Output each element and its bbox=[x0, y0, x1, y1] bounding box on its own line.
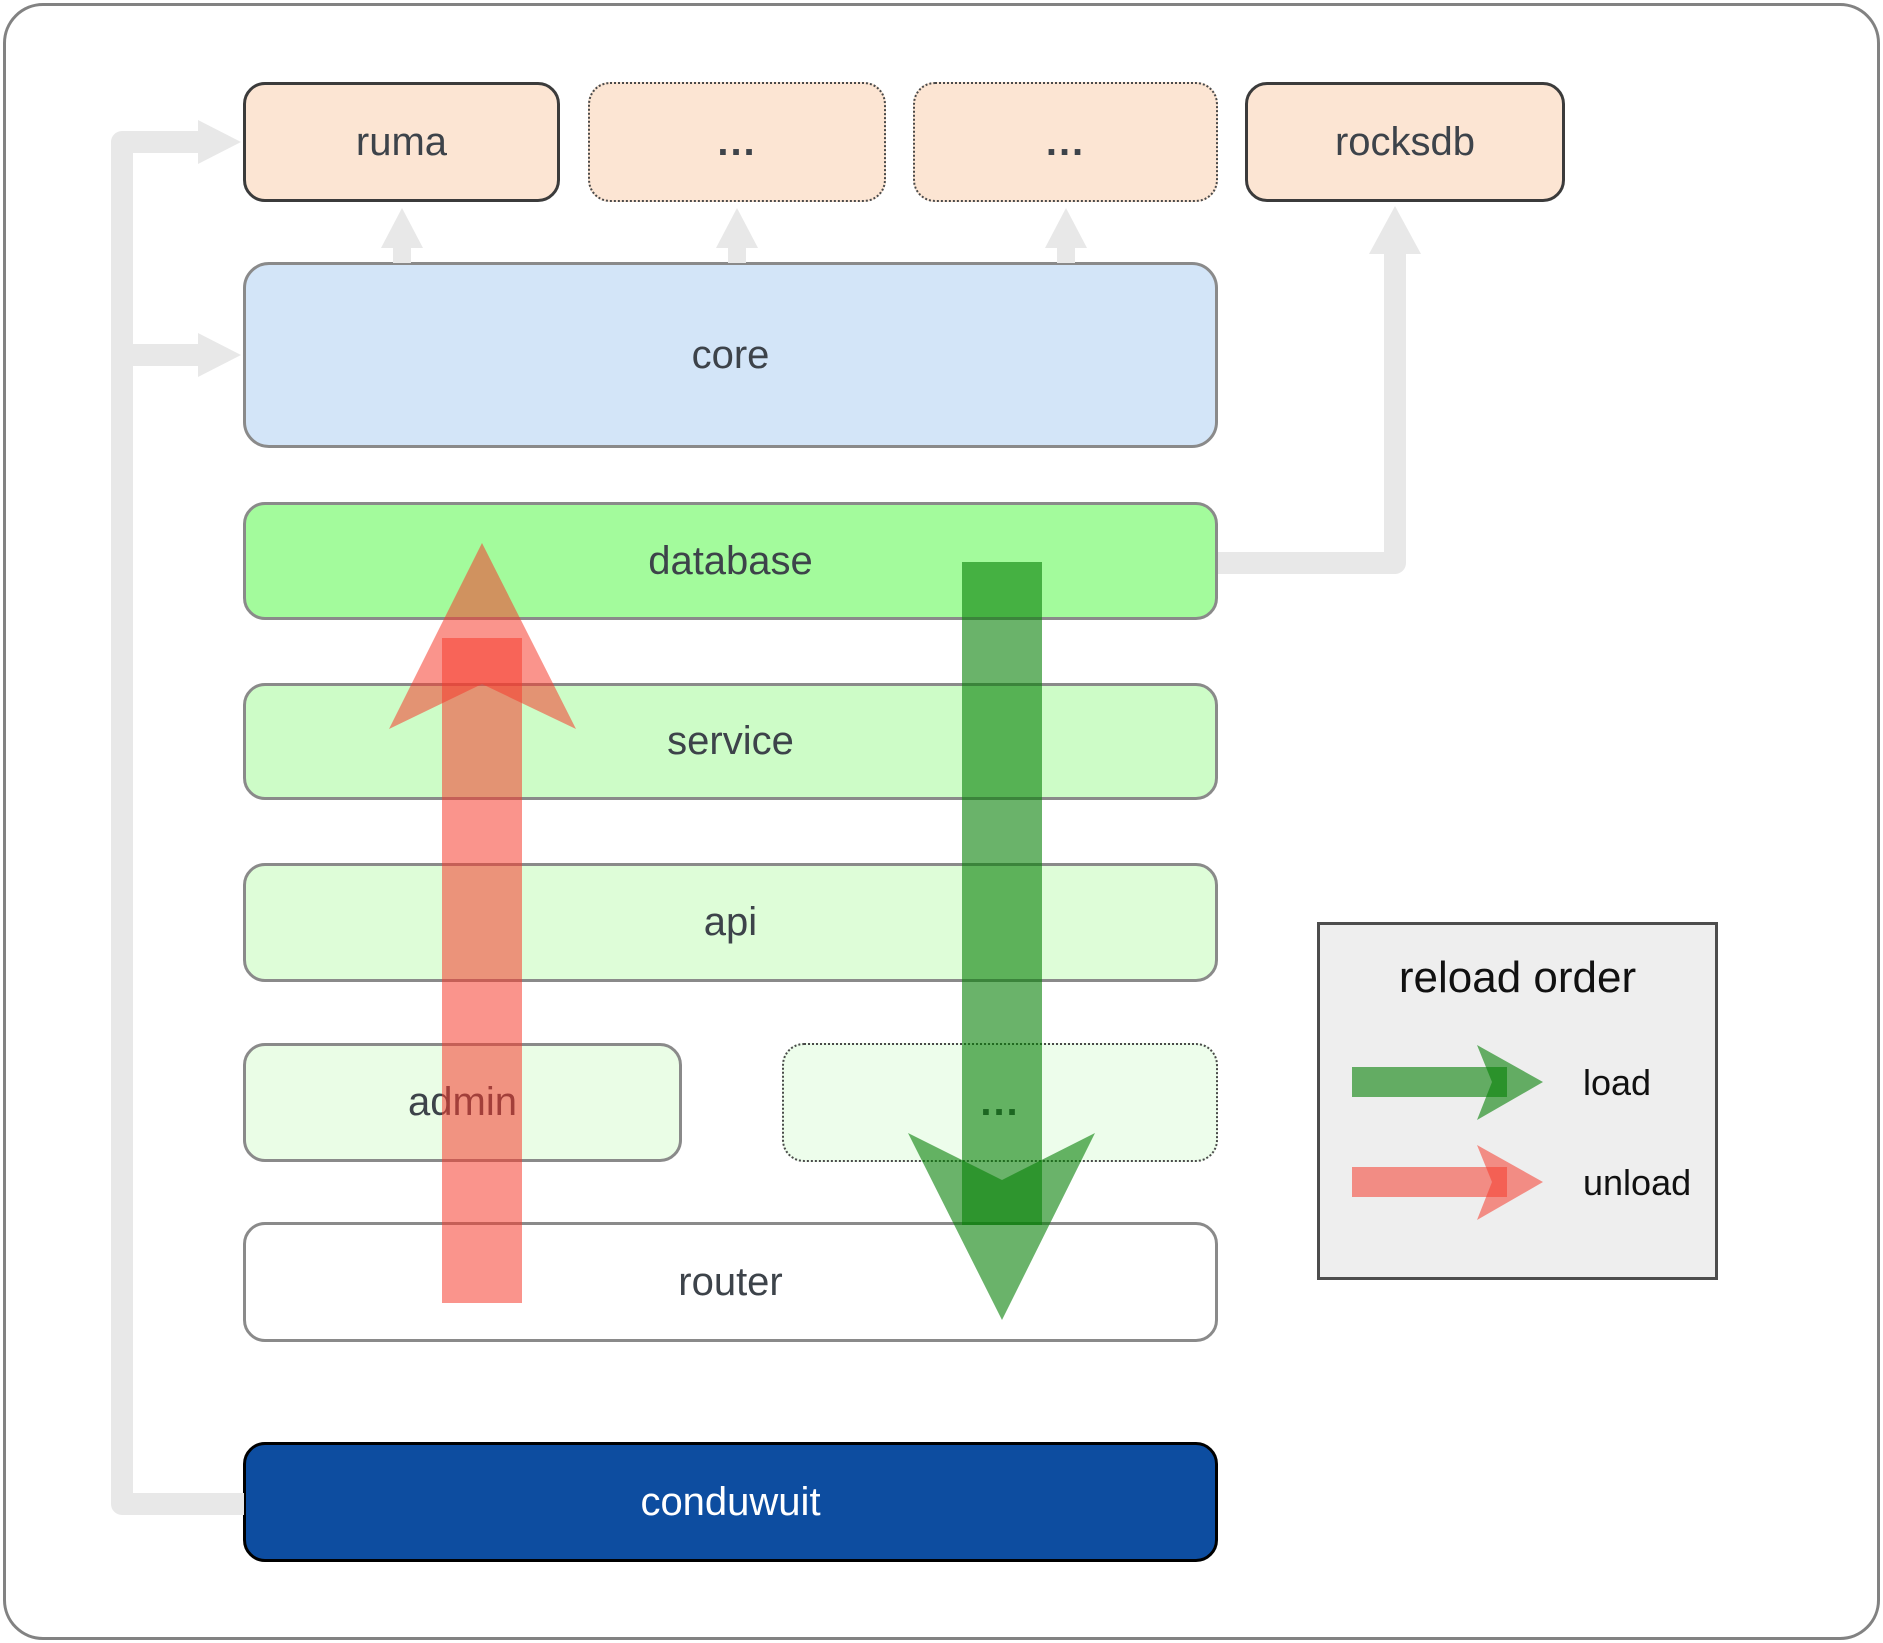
layer-router: router bbox=[243, 1222, 1218, 1342]
box-label: service bbox=[667, 719, 794, 763]
layer-admin: admin bbox=[243, 1043, 682, 1162]
box-ellipsis-top-left: ... bbox=[588, 82, 886, 202]
box-label: admin bbox=[408, 1080, 517, 1124]
legend-title: reload order bbox=[1398, 953, 1637, 1002]
layer-api: api bbox=[243, 863, 1218, 982]
box-label: ruma bbox=[355, 119, 448, 164]
layer-database: database bbox=[243, 502, 1218, 620]
layer-service: service bbox=[243, 683, 1218, 800]
layer-core: core bbox=[243, 262, 1218, 448]
outer-frame bbox=[3, 3, 1880, 1640]
legend-load-label: load bbox=[1583, 1062, 1652, 1103]
box-ruma: ruma bbox=[243, 82, 560, 202]
box-label: ... bbox=[1045, 119, 1086, 164]
box-ellipsis-bottom: ... bbox=[782, 1043, 1218, 1162]
box-label: conduwuit bbox=[640, 1479, 821, 1524]
box-label: core bbox=[691, 332, 770, 377]
layer-conduwuit: conduwuit bbox=[243, 1442, 1218, 1562]
box-label: ... bbox=[980, 1080, 1020, 1124]
box-rocksdb: rocksdb bbox=[1245, 82, 1565, 202]
box-label: rocksdb bbox=[1334, 119, 1476, 164]
box-ellipsis-top-right: ... bbox=[913, 82, 1218, 202]
legend-unload-label: unload bbox=[1583, 1162, 1692, 1203]
legend: reload order load unload bbox=[1317, 922, 1718, 1280]
box-label: api bbox=[703, 900, 758, 944]
box-label: ... bbox=[717, 119, 757, 164]
box-label: database bbox=[648, 538, 813, 583]
box-label: router bbox=[678, 1259, 783, 1304]
